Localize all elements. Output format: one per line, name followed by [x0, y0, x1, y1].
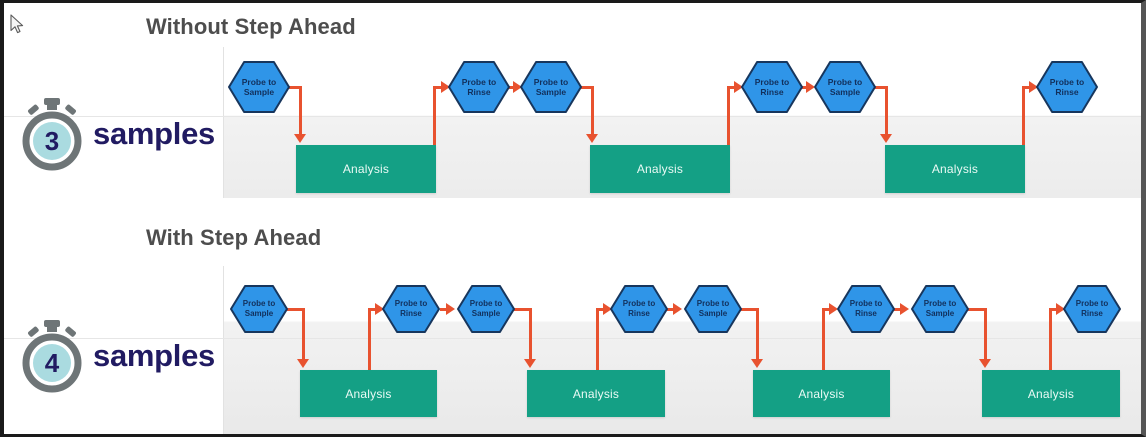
connector-top-2h — [433, 86, 446, 89]
analysis-block-bottom-0[interactable]: Analysis — [300, 370, 437, 417]
arrow-right-top-5 — [734, 81, 743, 93]
analysis-block-bottom-1[interactable]: Analysis — [527, 370, 665, 417]
arrow-down-bot-4 — [524, 359, 536, 368]
analysis-block-bottom-3[interactable]: Analysis — [982, 370, 1120, 417]
connector-top-2v — [433, 86, 436, 146]
connector-top-4v — [591, 86, 594, 136]
analysis-label: Analysis — [798, 386, 845, 401]
stopwatch-icon-3-samples: 3 — [14, 96, 90, 177]
analysis-block-top-1[interactable]: Analysis — [590, 145, 730, 193]
arrow-right-bot-8 — [829, 303, 838, 315]
analysis-label: Analysis — [345, 386, 392, 401]
connector-bot-7h — [740, 308, 757, 311]
samples-label-top: samples — [93, 116, 215, 151]
arrow-down-top-7 — [880, 134, 892, 143]
analysis-block-top-0[interactable]: Analysis — [296, 145, 436, 193]
connector-bot-2h — [368, 308, 378, 311]
connector-bot-7v — [756, 308, 759, 361]
connector-bot-10v — [984, 308, 987, 361]
arrow-right-bot-5 — [603, 303, 612, 315]
connector-bot-1h — [286, 308, 302, 311]
analysis-label: Analysis — [572, 386, 620, 401]
arrow-down-bot-1 — [297, 359, 309, 368]
connector-bot-3h — [440, 308, 449, 311]
connector-bot-1v — [302, 308, 305, 361]
arrow-right-bot-9 — [900, 303, 909, 315]
connector-bot-11v — [1049, 308, 1052, 372]
mouse-pointer-icon — [10, 14, 26, 41]
analysis-label: Analysis — [342, 162, 390, 176]
section-title-with-step-ahead: With Step Ahead — [146, 225, 322, 250]
connector-top-7v — [885, 86, 888, 136]
arrow-down-top-1 — [294, 134, 306, 143]
arrow-right-bot-6 — [673, 303, 682, 315]
gridline-vertical-bottom — [223, 266, 224, 434]
stopwatch-count-top: 3 — [45, 126, 59, 156]
connector-bot-6h — [667, 308, 677, 311]
analysis-label: Analysis — [931, 162, 979, 176]
connector-bot-4h — [513, 308, 530, 311]
section-title-without-step-ahead: Without Step Ahead — [146, 14, 356, 39]
connector-bot-8v — [822, 308, 825, 372]
connector-top-8h — [1022, 86, 1034, 89]
stopwatch-icon-4-samples: 4 — [14, 318, 90, 399]
samples-label-bottom: samples — [93, 338, 215, 373]
gridline-vertical-top — [223, 47, 224, 198]
connector-bot-5v — [596, 308, 599, 372]
connector-top-1v — [299, 86, 302, 136]
stopwatch-count-bottom: 4 — [45, 348, 60, 378]
connector-bot-4v — [529, 308, 532, 361]
gridline-horizontal-bottom — [4, 338, 1141, 339]
connector-top-4h — [580, 86, 594, 89]
connector-bot-8h — [822, 308, 833, 311]
arrow-right-top-8 — [1029, 81, 1038, 93]
arrow-down-bot-7 — [751, 359, 763, 368]
arrow-right-bot-11 — [1056, 303, 1065, 315]
arrow-right-bot-2 — [375, 303, 384, 315]
analysis-block-top-2[interactable]: Analysis — [885, 145, 1025, 193]
analysis-label: Analysis — [1027, 386, 1075, 401]
arrow-right-bot-3 — [446, 303, 455, 315]
connector-top-8v — [1022, 86, 1025, 146]
connector-bot-2v — [368, 308, 371, 372]
arrow-down-top-4 — [586, 134, 598, 143]
connector-top-5h — [727, 86, 739, 89]
arrow-right-top-6 — [806, 81, 815, 93]
connector-top-3h — [508, 86, 517, 89]
connector-bot-10h — [967, 308, 985, 311]
analysis-block-bottom-2[interactable]: Analysis — [753, 370, 890, 417]
analysis-label: Analysis — [636, 162, 684, 176]
connector-bot-9h — [894, 308, 904, 311]
arrow-right-top-3 — [513, 81, 522, 93]
arrow-down-bot-10 — [979, 359, 991, 368]
arrow-right-top-2 — [441, 81, 450, 93]
gridline-horizontal-top — [4, 116, 1141, 117]
connector-top-5v — [727, 86, 730, 146]
connector-top-1h — [288, 86, 302, 89]
connector-bot-5h — [596, 308, 606, 311]
connector-top-7h — [874, 86, 888, 89]
connector-bot-11h — [1049, 308, 1060, 311]
